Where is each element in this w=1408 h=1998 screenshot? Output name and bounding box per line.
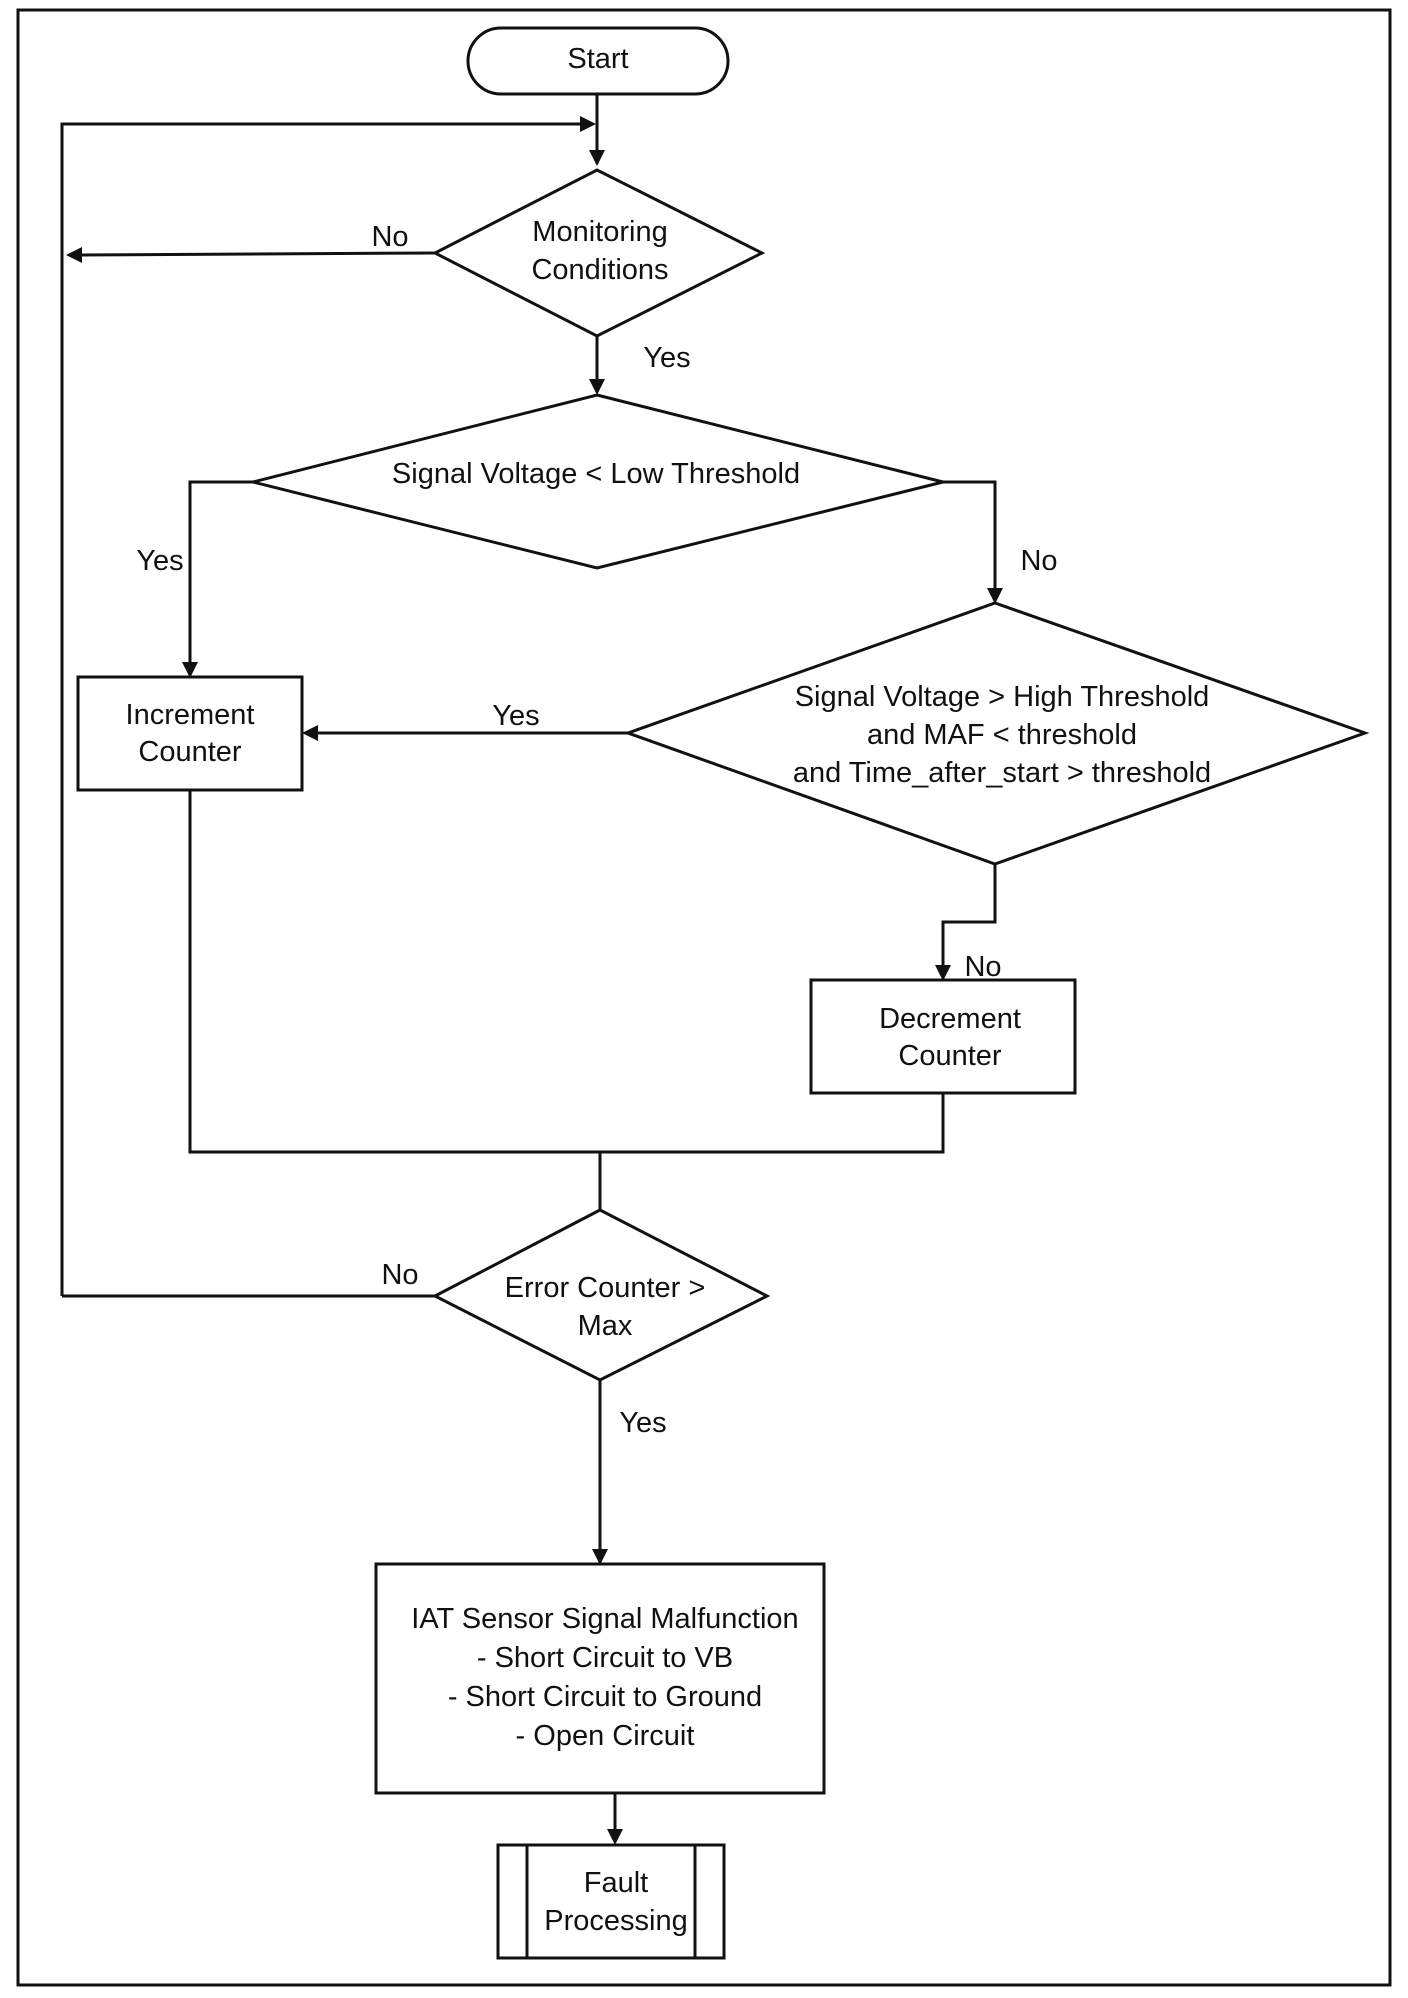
malfunction-line1: IAT Sensor Signal Malfunction [411, 1603, 798, 1635]
arrowhead-decrement [935, 965, 951, 981]
arrowhead-monitoring-no [66, 247, 82, 263]
high-yes-label: Yes [492, 700, 539, 732]
monitoring-label-line1: Monitoring [532, 216, 667, 248]
malfunction-line4: - Open Circuit [516, 1720, 695, 1752]
malfunction-line3: - Short Circuit to Ground [448, 1681, 762, 1713]
connectors [60, 94, 1003, 1845]
high-threshold-decision: Signal Voltage > High Threshold and MAF … [623, 601, 1370, 866]
arrowhead-high-yes [302, 725, 318, 741]
connector-low-no [943, 480, 997, 592]
malfunction-line2: - Short Circuit to VB [477, 1642, 733, 1674]
start-terminal: Start [466, 26, 730, 96]
arrowhead-low-check [589, 379, 605, 395]
increment-counter-box: Increment Counter [76, 675, 304, 792]
fault-processing-box: Fault Processing [496, 1843, 726, 1960]
arrowhead-monitoring-top [589, 150, 605, 166]
connector-monitoring-no [79, 251, 436, 257]
connector-high-no [941, 864, 997, 968]
increment-label-line2: Counter [138, 736, 242, 768]
monitoring-yes-label: Yes [643, 342, 690, 374]
arrowhead-increment [182, 662, 198, 678]
start-label: Start [567, 43, 628, 75]
decrement-counter-box: Decrement Counter [809, 978, 1077, 1095]
decrement-label-line1: Decrement [879, 1003, 1021, 1035]
fault-label-line2: Processing [544, 1905, 687, 1937]
high-no-label: No [964, 951, 1001, 983]
high-threshold-line2: and MAF < threshold [867, 719, 1137, 751]
error-counter-line2: Max [578, 1310, 633, 1342]
high-threshold-line1: Signal Voltage > High Threshold [795, 681, 1210, 713]
increment-label-line1: Increment [126, 699, 255, 731]
malfunction-box: IAT Sensor Signal Malfunction - Short Ci… [374, 1562, 826, 1795]
arrowhead-loop-top [580, 116, 596, 132]
low-no-label: No [1020, 545, 1057, 577]
decrement-label-line2: Counter [898, 1040, 1002, 1072]
monitoring-no-label: No [371, 221, 408, 253]
error-no-label: No [381, 1259, 418, 1291]
branch-labels: No Yes Yes No Yes No No Yes [136, 221, 1057, 1439]
low-threshold-label: Signal Voltage < Low Threshold [392, 458, 800, 490]
arrowhead-fault [607, 1829, 623, 1845]
high-threshold-line3: and Time_after_start > threshold [793, 757, 1211, 789]
arrowhead-malfunction [592, 1549, 608, 1565]
error-counter-line1: Error Counter > [505, 1272, 706, 1304]
fault-label-line1: Fault [584, 1867, 648, 1899]
monitoring-decision: Monitoring Conditions [431, 168, 766, 338]
monitoring-label-line2: Conditions [531, 254, 668, 286]
connector-loop-top [60, 122, 588, 1296]
arrowhead-high-check [987, 588, 1003, 604]
connector-low-yes [188, 480, 253, 665]
connector-merge [188, 790, 945, 1154]
low-threshold-decision: Signal Voltage < Low Threshold [252, 393, 944, 570]
low-yes-label: Yes [136, 545, 183, 577]
error-counter-decision: Error Counter > Max [431, 1208, 771, 1382]
diagram-frame [16, 8, 1392, 1987]
error-yes-label: Yes [619, 1407, 666, 1439]
